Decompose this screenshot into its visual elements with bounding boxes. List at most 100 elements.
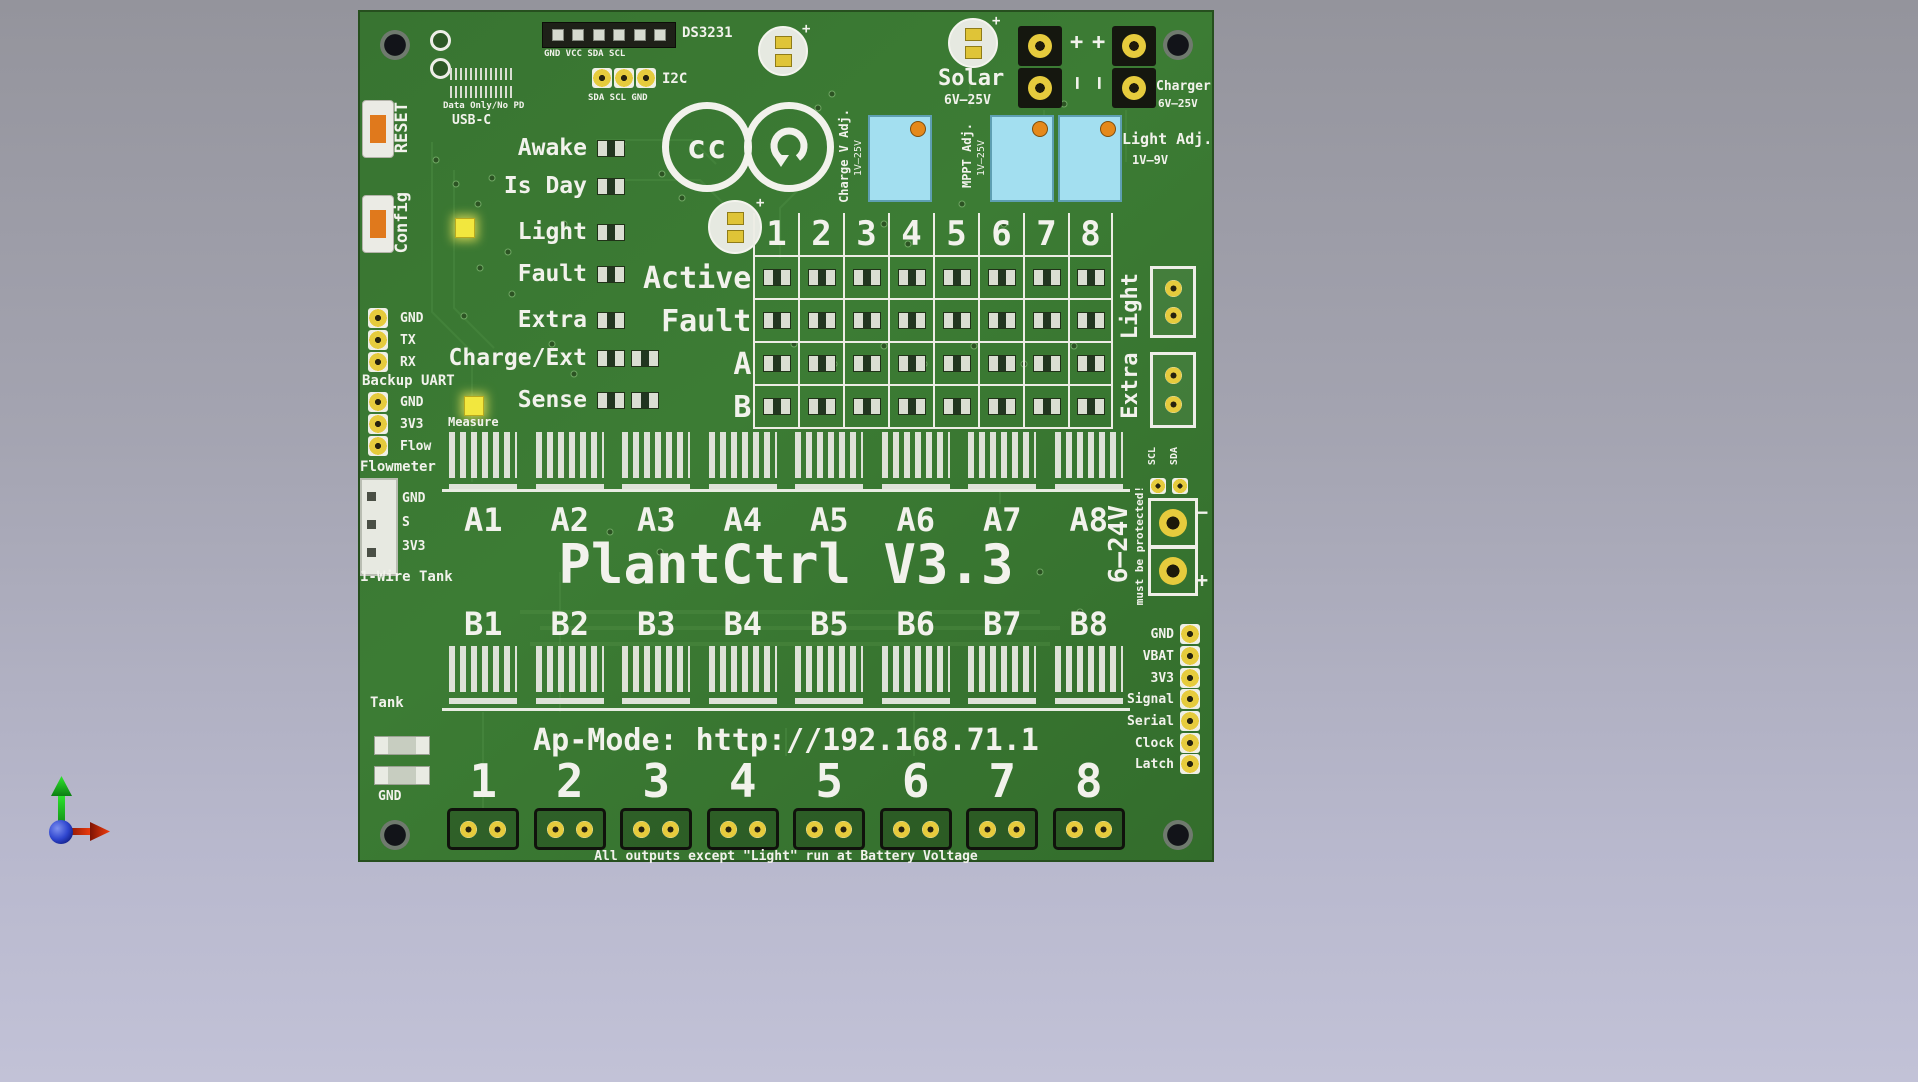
reset-label-wrap: RESET xyxy=(392,97,412,159)
matrix-led xyxy=(1068,300,1113,343)
matrix-led xyxy=(753,386,798,429)
matrix-led xyxy=(798,343,843,386)
config-label: Config xyxy=(392,192,412,254)
polarity-plus: + xyxy=(1070,30,1084,55)
measure-label: Measure xyxy=(448,415,499,429)
battery-warning-label: must be protected! xyxy=(1133,486,1146,606)
matrix-led xyxy=(798,257,843,300)
ap-mode-url: Ap-Mode: http://192.168.71.1 xyxy=(533,723,1039,758)
one-wire-pin: GND xyxy=(402,491,426,506)
driver-footprint xyxy=(445,432,522,490)
flowmeter-label: Flowmeter xyxy=(360,459,436,475)
status-led-row: Light xyxy=(422,219,625,245)
cap-footprint xyxy=(758,26,808,76)
solar-range: 6V–25V xyxy=(944,93,991,108)
output-connectors xyxy=(440,808,1132,850)
sda-label: SDA xyxy=(1169,446,1180,466)
matrix-led xyxy=(843,386,888,429)
driver-footprint xyxy=(531,646,608,704)
silkscreen-line xyxy=(442,708,1130,711)
matrix-led xyxy=(978,386,1023,429)
matrix-led xyxy=(798,386,843,429)
driver-footprint xyxy=(877,646,954,704)
backup-uart-label: Backup UART xyxy=(362,373,455,389)
io-header-pin: GND xyxy=(1096,623,1200,645)
uart-pin: RX xyxy=(368,352,416,372)
mounting-hole xyxy=(1163,30,1193,60)
trimmer-mppt-label: MPPT Adj. xyxy=(960,123,974,189)
trimmer-charge-v xyxy=(868,115,932,202)
trimmer-light xyxy=(1058,115,1122,202)
driver-footprint xyxy=(791,432,868,490)
ds3231-label: DS3231 xyxy=(682,25,733,41)
driver-footprint xyxy=(964,646,1041,704)
output-connector xyxy=(706,808,779,850)
light-connector xyxy=(1150,352,1196,428)
driver-footprint xyxy=(704,432,781,490)
matrix-led xyxy=(1023,300,1068,343)
trimmer-chargev-range: 1V–25V xyxy=(853,139,864,177)
matrix-led xyxy=(933,257,978,300)
one-wire-pin: S xyxy=(402,515,410,530)
battery-terminal-minus xyxy=(1148,498,1198,548)
resistor xyxy=(374,736,430,755)
driver-footprint xyxy=(964,432,1041,490)
matrix-led xyxy=(1068,386,1113,429)
driver-footprint xyxy=(618,646,695,704)
output-connector xyxy=(793,808,866,850)
matrix-led xyxy=(888,386,933,429)
mounting-hole xyxy=(380,30,410,60)
sda-pad xyxy=(1172,478,1188,494)
matrix-led xyxy=(843,257,888,300)
board-title: PlantCtrl V3.3 xyxy=(558,533,1014,596)
solar-label: Solar xyxy=(938,66,1005,91)
reset-label: RESET xyxy=(392,102,412,154)
usb-note: Data Only/No PD xyxy=(443,101,525,111)
cap-plus-mark: + xyxy=(756,195,765,211)
i2c-label: I2C xyxy=(662,71,688,87)
extra-light-label: Extra Light xyxy=(1118,273,1143,419)
axis-gizmo-icon xyxy=(49,776,110,844)
trimmer-mppt xyxy=(990,115,1054,202)
ds3231-header xyxy=(542,22,676,48)
scl-label: SCL xyxy=(1147,446,1158,466)
reset-button xyxy=(362,100,394,158)
uart-pin: GND xyxy=(368,308,423,328)
io-header-pin: Signal xyxy=(1096,688,1200,710)
driver-footprint xyxy=(531,432,608,490)
i2c-pad xyxy=(592,68,612,88)
matrix-led xyxy=(888,343,933,386)
tank-label: Tank xyxy=(370,695,404,711)
matrix-led xyxy=(933,300,978,343)
status-led-row: Fault xyxy=(422,261,625,287)
matrix-led xyxy=(1023,343,1068,386)
i2c-pad xyxy=(614,68,634,88)
mounting-hole xyxy=(1163,820,1193,850)
cap-plus-mark: + xyxy=(802,21,811,37)
light-led xyxy=(455,218,475,238)
usb-c-connector: Data Only/No PD USB-C xyxy=(428,24,528,134)
usb-label: USB-C xyxy=(452,113,492,128)
output-connector xyxy=(447,808,520,850)
i2c-pad xyxy=(636,68,656,88)
driver-footprint xyxy=(704,646,781,704)
status-led-row: Extra xyxy=(422,307,625,333)
output-connector xyxy=(879,808,952,850)
matrix-led xyxy=(1023,386,1068,429)
matrix-led xyxy=(753,257,798,300)
charger-label: Charger xyxy=(1156,79,1211,94)
i2c-pin-labels: SDA SCL GND xyxy=(588,93,648,103)
battery-plus-mark: + xyxy=(1196,568,1209,592)
matrix-led xyxy=(798,300,843,343)
shield-pad xyxy=(430,58,451,79)
output-connector xyxy=(966,808,1039,850)
flowmeter-pin: GND xyxy=(368,392,423,412)
matrix-led xyxy=(933,343,978,386)
driver-footprint xyxy=(877,432,954,490)
